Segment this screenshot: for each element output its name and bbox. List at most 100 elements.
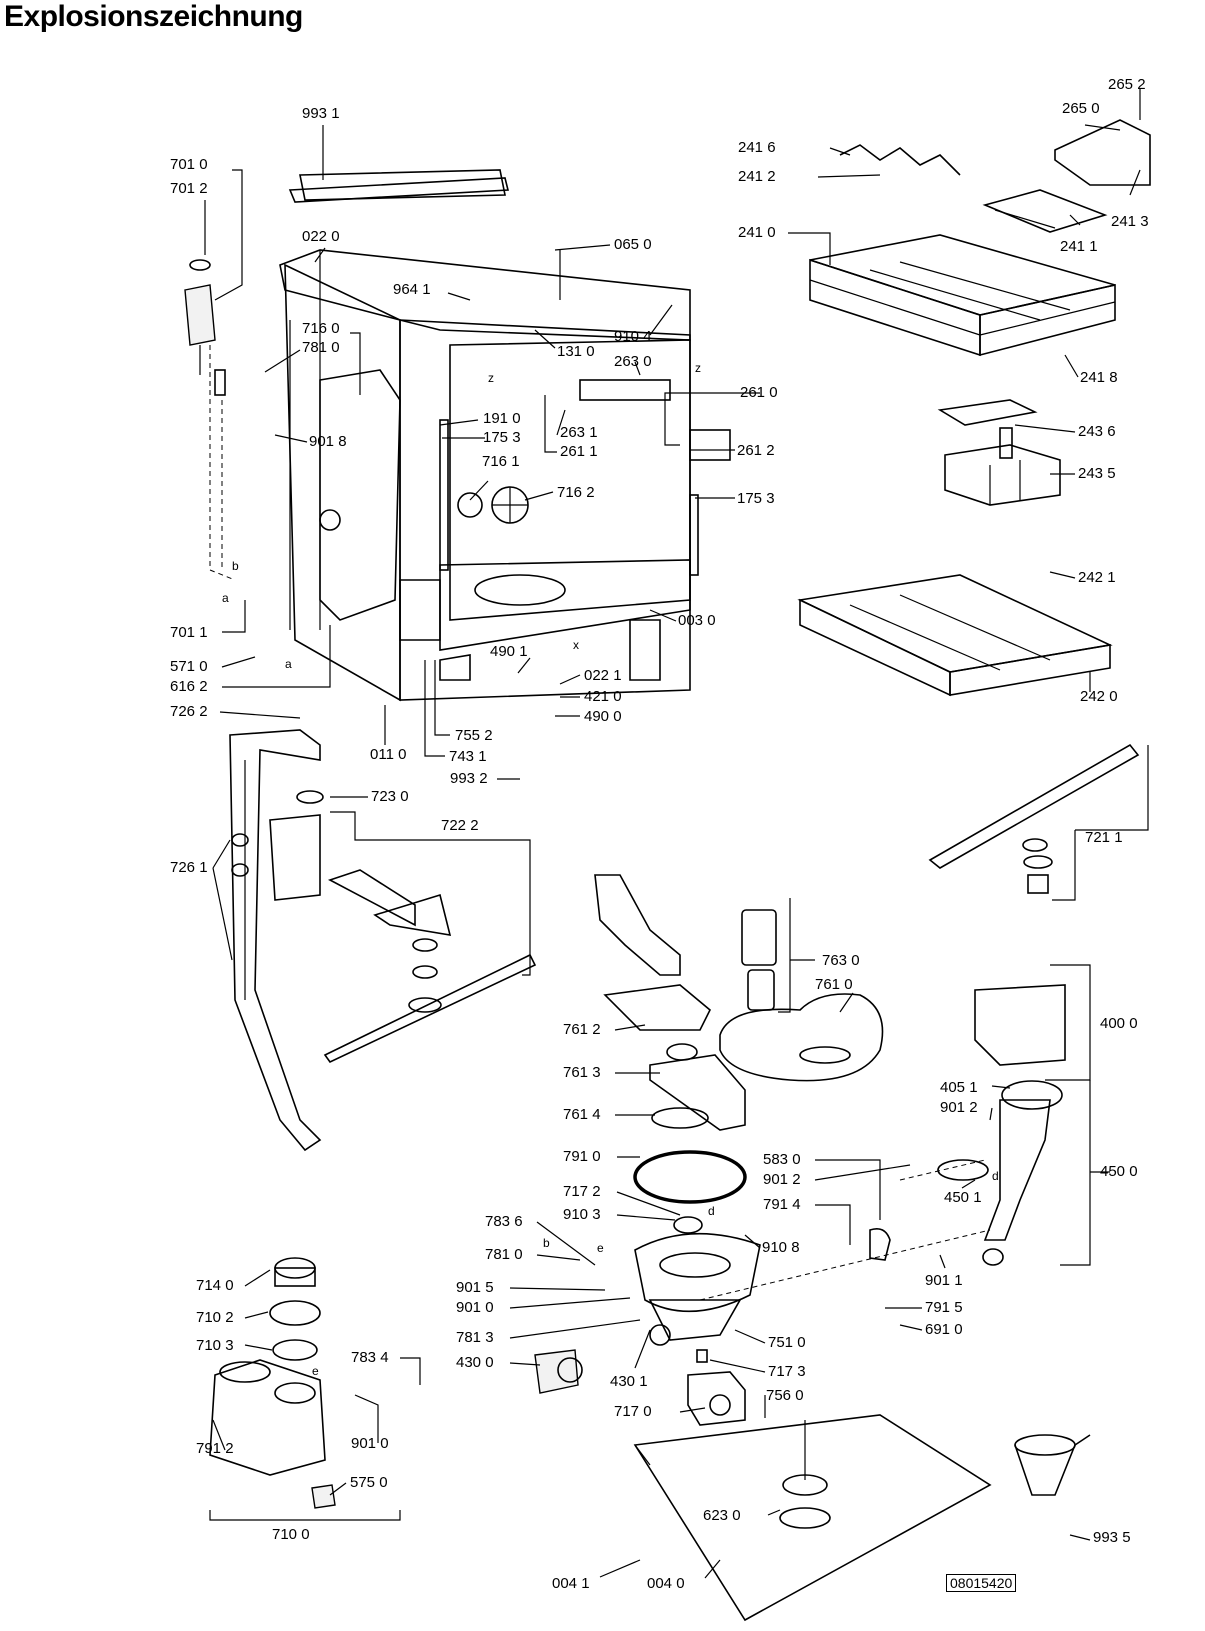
letter-marker: a [222, 591, 229, 605]
part-label: 003 0 [678, 612, 716, 629]
part-label: 265 2 [1108, 76, 1146, 93]
part-label: 901 1 [925, 1272, 963, 1289]
part-label: 781 3 [456, 1329, 494, 1346]
part-label: 710 3 [196, 1337, 234, 1354]
part-label: 450 1 [944, 1189, 982, 1206]
reference-letters: z z b a a x d b e e d [222, 361, 999, 1378]
part-label: 714 0 [196, 1277, 234, 1294]
letter-marker: x [573, 638, 579, 652]
part-label: 701 2 [170, 180, 208, 197]
drain-pump [534, 1349, 583, 1394]
part-label: 261 2 [737, 442, 775, 459]
part-label: 910 3 [563, 1206, 601, 1223]
part-label: 761 4 [563, 1106, 601, 1123]
part-label: 743 1 [449, 748, 487, 765]
top-strip [288, 177, 510, 203]
part-label: 710 0 [272, 1526, 310, 1543]
valve-701 [184, 259, 226, 396]
circulation-pump [687, 1371, 746, 1426]
cutlery-basket [937, 399, 1061, 506]
part-label: 241 0 [738, 224, 776, 241]
water-softener [209, 1257, 336, 1509]
part-label: 616 2 [170, 678, 208, 695]
part-label: 791 5 [925, 1299, 963, 1316]
part-label: 243 6 [1078, 423, 1116, 440]
sump-seal [633, 1150, 747, 1204]
part-label: 723 0 [371, 788, 409, 805]
tine-wire [839, 144, 961, 176]
part-label: 701 1 [170, 624, 208, 641]
rail-bracket [1054, 119, 1151, 186]
part-label: 583 0 [763, 1151, 801, 1168]
part-label: 241 8 [1080, 369, 1118, 386]
part-label: 430 0 [456, 1354, 494, 1371]
part-label: 261 1 [560, 443, 598, 460]
part-label: 400 0 [1100, 1015, 1138, 1032]
part-label: 242 0 [1080, 688, 1118, 705]
part-label: 004 0 [647, 1575, 685, 1592]
part-label: 421 0 [584, 688, 622, 705]
part-label: 716 0 [302, 320, 340, 337]
leader-lines [204, 88, 1149, 1579]
part-label: 241 1 [1060, 238, 1098, 255]
part-label: 022 0 [302, 228, 340, 245]
part-label: 756 0 [766, 1387, 804, 1404]
part-label: 721 1 [1085, 829, 1123, 846]
part-label: 783 4 [351, 1349, 389, 1366]
cup-rack [982, 189, 1108, 233]
letter-marker: e [312, 1364, 319, 1378]
letter-marker: d [992, 1169, 999, 1183]
part-label: 783 6 [485, 1213, 523, 1230]
heater-unit [869, 984, 1066, 1266]
part-label: 241 6 [738, 139, 776, 156]
part-label: 751 0 [768, 1334, 806, 1351]
page-title: Explosionszeichnung [4, 0, 303, 33]
part-label: 964 1 [393, 281, 431, 298]
part-label: 261 0 [740, 384, 778, 401]
part-label: 691 0 [925, 1321, 963, 1338]
part-label: 571 0 [170, 658, 208, 675]
part-label: 716 1 [482, 453, 520, 470]
part-label: 717 2 [563, 1183, 601, 1200]
part-label: 993 2 [450, 770, 488, 787]
part-label: 761 3 [563, 1064, 601, 1081]
part-label: 004 1 [552, 1575, 590, 1592]
part-label: 450 0 [1100, 1163, 1138, 1180]
part-label: 901 0 [456, 1299, 494, 1316]
letter-marker: b [232, 559, 239, 573]
part-label: 791 2 [196, 1440, 234, 1457]
part-label: 901 5 [456, 1279, 494, 1296]
part-label: 490 1 [490, 643, 528, 660]
part-label: 761 0 [815, 976, 853, 993]
part-label: 910 4 [614, 328, 652, 345]
drawing-code: 08015420 [946, 1574, 1017, 1592]
letter-marker: e [597, 1241, 604, 1255]
part-label: 175 3 [483, 429, 521, 446]
part-label: 910 8 [762, 1239, 800, 1256]
letter-marker: b [543, 1236, 550, 1250]
letter-marker: z [695, 361, 701, 375]
part-label: 011 0 [370, 746, 407, 763]
letter-marker: a [285, 657, 292, 671]
part-label: 065 0 [614, 236, 652, 253]
part-label: 405 1 [940, 1079, 978, 1096]
part-label: 243 5 [1078, 465, 1116, 482]
filter-parts [594, 874, 884, 1131]
part-label: 717 0 [614, 1403, 652, 1420]
cabinet-frame [279, 169, 731, 702]
sump-body [634, 1216, 761, 1346]
part-label: 722 2 [441, 817, 479, 834]
part-label: 791 4 [763, 1196, 801, 1213]
spray-arm-assembly [269, 790, 537, 1064]
part-label: 623 0 [703, 1507, 741, 1524]
part-label: 263 0 [614, 353, 652, 370]
part-label: 131 0 [557, 343, 595, 360]
part-label: 755 2 [455, 727, 493, 744]
water-pipe [229, 729, 322, 1152]
part-label: 993 1 [302, 105, 340, 122]
part-label: 022 1 [584, 667, 622, 684]
heater-clip [696, 1349, 708, 1363]
part-label: 781 0 [485, 1246, 523, 1263]
part-label: 263 1 [560, 424, 598, 441]
